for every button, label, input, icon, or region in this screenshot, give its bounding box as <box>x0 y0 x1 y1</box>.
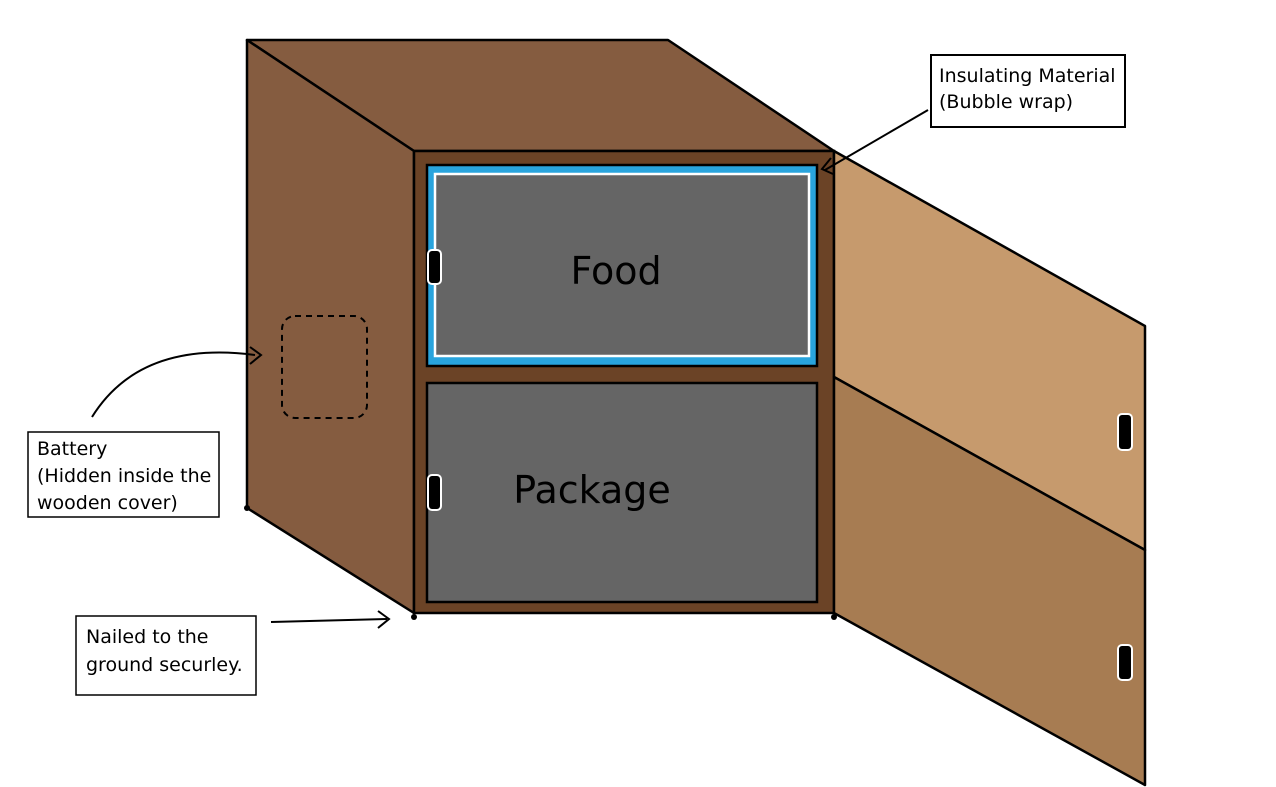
package-latch <box>427 474 442 511</box>
anchor-callout-line1: Nailed to the <box>86 626 209 648</box>
anchor-callout-line2: ground securley. <box>86 654 243 676</box>
battery-callout-leader <box>91 351 256 418</box>
nail-front-right <box>831 614 837 620</box>
battery-callout-line3: wooden cover) <box>37 492 178 514</box>
food-latch <box>427 249 442 285</box>
package-label: Package <box>513 468 671 512</box>
anchor-callout-box <box>75 615 257 696</box>
insulation-callout-box <box>930 54 1126 128</box>
insulation-callout-leader <box>824 109 929 171</box>
lower-door-latch <box>1117 644 1133 681</box>
upper-door-latch <box>1117 413 1133 451</box>
battery-callout-box <box>27 431 220 518</box>
food-label: Food <box>570 249 661 293</box>
battery-callout-line1: Battery <box>37 438 107 460</box>
lower-door <box>832 375 1147 787</box>
anchor-arrowhead <box>377 610 391 629</box>
insulation-callout-line1: Insulating Material <box>939 65 1116 87</box>
package-compartment <box>425 381 819 604</box>
anchor-callout-leader <box>270 618 388 623</box>
insulation-callout-line2: (Bubble wrap) <box>939 91 1073 113</box>
insulation-arrowhead <box>820 157 834 175</box>
food-compartment <box>433 172 811 358</box>
nail-front-left <box>411 614 417 620</box>
nail-left-rear <box>244 505 250 511</box>
battery-arrowhead <box>249 346 263 365</box>
battery-callout-line2: (Hidden inside the <box>37 465 211 487</box>
